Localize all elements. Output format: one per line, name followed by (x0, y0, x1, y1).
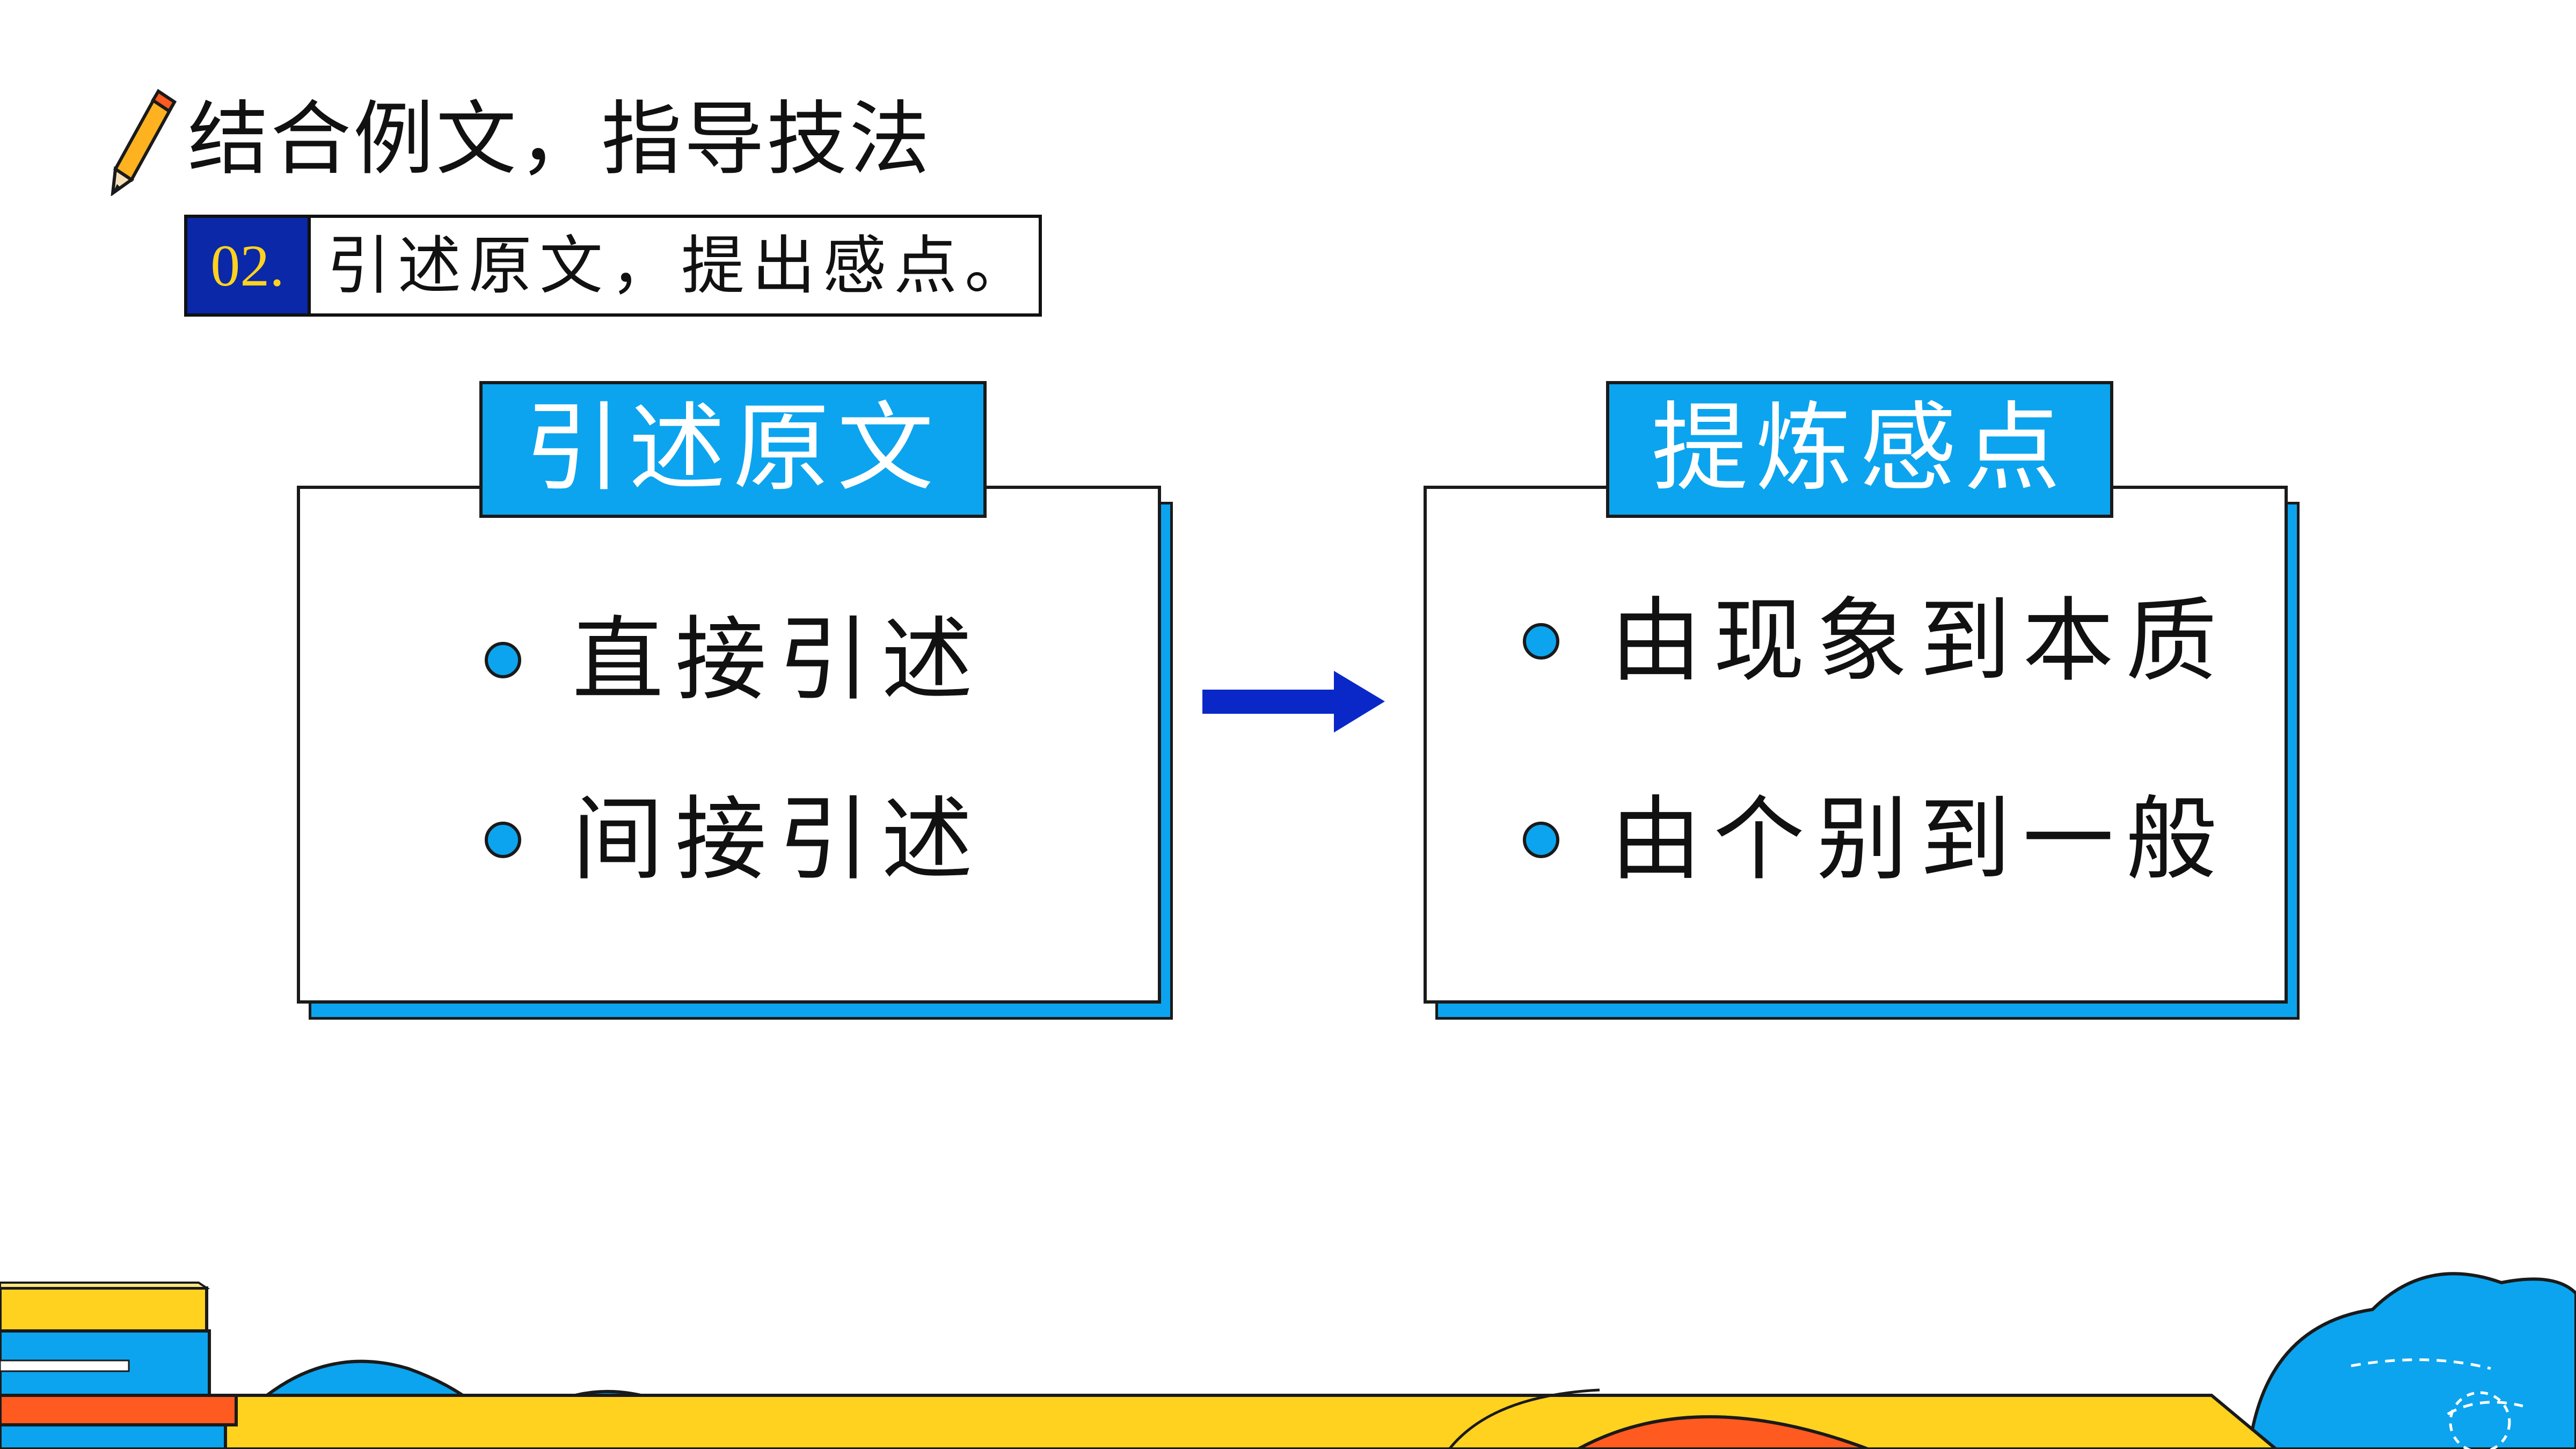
subtitle-number: 02. (187, 218, 311, 313)
arrow-right-icon (1202, 671, 1385, 733)
card-tag: 引述原文 (479, 381, 987, 518)
subtitle-text: 引述原文，提出感点。 (327, 229, 1036, 303)
page-title: 结合例文，指导技法 (188, 93, 932, 186)
card-extract-feeling: 提炼感点 由现象到本质 由个别到一般 (1424, 381, 2300, 1020)
card-quote-original: 引述原文 直接引述 间接引述 (297, 381, 1173, 1020)
bottom-decoration (0, 1272, 2576, 1449)
list-item: 直接引述 (485, 606, 984, 714)
list-item-label: 由现象到本质 (1610, 588, 2229, 694)
list-item-label: 由个别到一般 (1610, 787, 2229, 893)
card-tag: 提炼感点 (1606, 381, 2113, 518)
list-item: 由现象到本质 (1523, 588, 2229, 695)
bullet-dot-icon (485, 642, 521, 678)
bullet-dot-icon (1523, 822, 1559, 858)
list-item: 由个别到一般 (1523, 786, 2229, 894)
bullet-dot-icon (485, 822, 521, 858)
subtitle-box: 02. 引述原文，提出感点。 (184, 215, 1042, 317)
list-item: 间接引述 (485, 786, 984, 894)
list-item-label: 间接引述 (572, 787, 985, 893)
list-item-label: 直接引述 (572, 607, 985, 713)
card-body (297, 486, 1161, 1004)
pencil-icon (111, 89, 177, 196)
card-body (1424, 486, 2288, 1004)
bullet-dot-icon (1523, 623, 1559, 660)
